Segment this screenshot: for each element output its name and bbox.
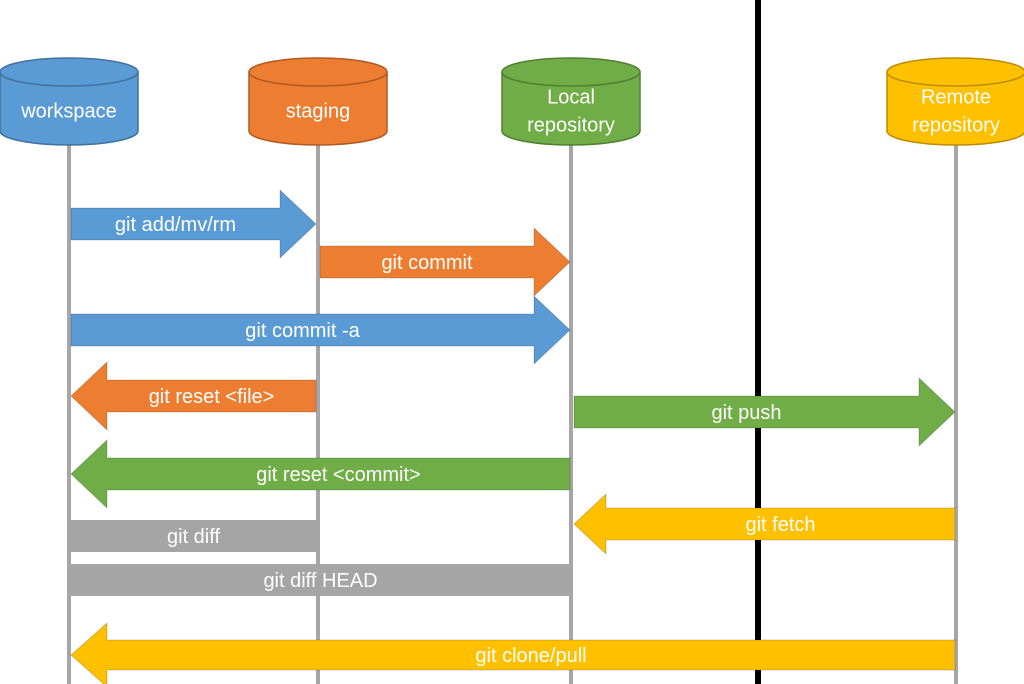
arrow-8: git diff HEAD xyxy=(71,564,570,596)
node-workspace: workspace xyxy=(0,57,139,146)
node-label: workspace xyxy=(20,101,117,123)
arrow-5: git reset <commit> xyxy=(70,438,571,510)
arrow-shape xyxy=(319,226,571,298)
node-label: staging xyxy=(286,101,351,123)
arrow-shape xyxy=(70,438,571,510)
cylinder-top xyxy=(501,57,641,87)
cylinder-body xyxy=(501,71,641,146)
arrow-label: git push xyxy=(711,402,781,424)
arrow-label: git reset <commit> xyxy=(256,464,421,486)
node-label: Remote xyxy=(921,87,991,109)
arrow-0: git add/mv/rm xyxy=(70,188,317,260)
node-label: Local xyxy=(547,87,595,109)
cylinder-top xyxy=(886,57,1024,87)
arrow-shape xyxy=(71,520,316,552)
arrow-shape xyxy=(573,376,956,448)
cylinder-body xyxy=(248,71,388,146)
arrow-6: git fetch xyxy=(573,492,956,556)
nodes: workspace staging Local repository Remote rep… xyxy=(0,57,1024,146)
arrow-label: git add/mv/rm xyxy=(115,214,236,236)
cylinder-top xyxy=(0,57,139,87)
node-label: repository xyxy=(527,115,615,137)
arrow-label: git commit xyxy=(381,252,473,274)
arrow-7: git diff xyxy=(71,520,316,552)
node-staging: staging xyxy=(248,57,388,146)
arrow-shape xyxy=(70,621,956,684)
cylinder-body xyxy=(886,71,1024,146)
node-label: repository xyxy=(912,115,1000,137)
arrow-9: git clone/pull xyxy=(70,621,956,684)
arrow-label: git diff HEAD xyxy=(263,570,377,592)
arrows: git add/mv/rm git commit git commit -a git … xyxy=(70,188,956,684)
arrow-label: git commit -a xyxy=(245,320,360,342)
arrow-label: git diff xyxy=(167,526,220,548)
arrow-shape xyxy=(70,360,317,432)
arrow-label: git fetch xyxy=(745,514,815,536)
arrow-2: git commit -a xyxy=(70,294,571,366)
arrow-shape xyxy=(70,294,571,366)
cylinder-body xyxy=(0,71,139,146)
node-local: Local repository xyxy=(501,57,641,146)
arrow-shape xyxy=(70,188,317,260)
cylinder-top xyxy=(248,57,388,87)
node-remote: Remote repository xyxy=(886,57,1024,146)
arrow-1: git commit xyxy=(319,226,571,298)
arrow-label: git reset <file> xyxy=(149,386,275,408)
arrow-4: git push xyxy=(573,376,956,448)
arrow-shape xyxy=(573,492,956,556)
arrow-shape xyxy=(71,564,570,596)
arrow-label: git clone/pull xyxy=(475,645,586,667)
arrow-3: git reset <file> xyxy=(70,360,317,432)
